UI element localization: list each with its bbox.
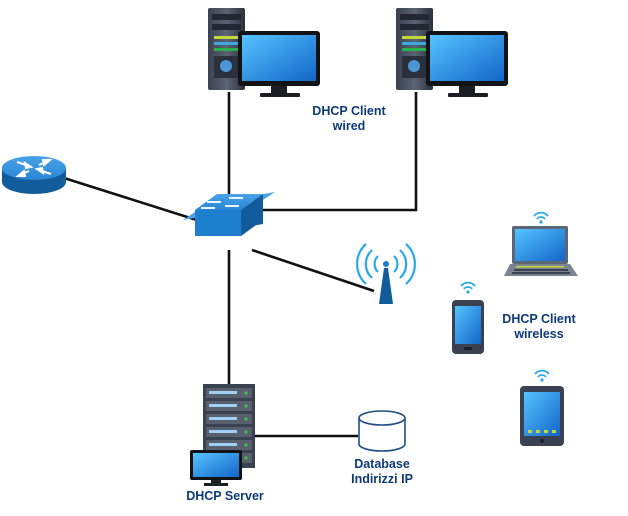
desktop-pc-icon	[396, 8, 508, 97]
label-line-1: DHCP Client	[502, 312, 576, 326]
server-monitor-icon	[190, 450, 242, 486]
network-links	[63, 92, 418, 438]
router-icon	[2, 156, 66, 194]
label-line-2: Indirizzi IP	[351, 472, 413, 486]
smartphone-icon	[452, 281, 484, 354]
wireless-access-point-icon	[356, 243, 416, 304]
database-cylinder-icon	[358, 410, 406, 452]
tablet-icon	[520, 369, 564, 446]
label-line-1: DHCP Server	[186, 489, 264, 503]
label-dhcp-server: DHCP Server	[170, 489, 280, 504]
label-line-2: wired	[332, 119, 366, 133]
desktop-pc-icon	[208, 8, 320, 97]
link-pc2-switch	[254, 92, 418, 212]
label-line-2: wireless	[514, 327, 564, 341]
label-database: Database Indirizzi IP	[332, 457, 432, 487]
label-dhcp-client-wireless: DHCP Client wireless	[494, 312, 584, 342]
label-line-1: DHCP Client	[312, 104, 386, 118]
switch-icon	[183, 192, 275, 236]
label-line-1: Database	[354, 457, 410, 471]
link-router-switch	[63, 176, 204, 224]
laptop-icon	[504, 211, 578, 276]
link-switch-access-point	[251, 248, 375, 293]
label-dhcp-client-wired: DHCP Client wired	[304, 104, 394, 134]
